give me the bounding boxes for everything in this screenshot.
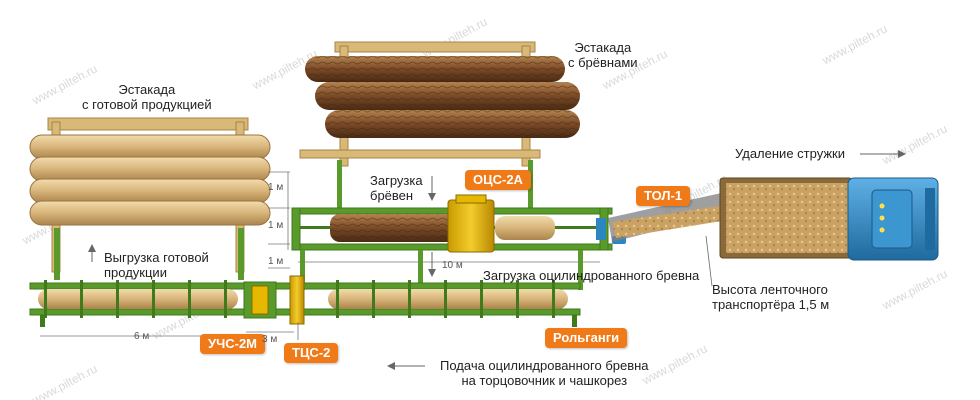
unloading-label: Выгрузка готовой продукции (104, 250, 209, 280)
rolgangi-tag: Рольганги (545, 328, 628, 348)
raw-logs-stack (305, 56, 580, 138)
chip-truck (719, 177, 939, 261)
finished-logs-stack (29, 134, 271, 226)
tol-tag: ТОЛ-1 (636, 186, 691, 206)
uchs-tag: УЧС-2М (200, 334, 265, 354)
loading-cylinder-label: Загрузка оцилиндрованного бревна (483, 268, 700, 283)
dimension-1m-mid: 1 м (268, 220, 284, 231)
rounding-machine-frame (291, 194, 626, 253)
dimension-10m: 10 м (442, 260, 463, 271)
logs-rack-label: Эстакада с брёвнами (568, 40, 638, 70)
finished-rack-label: Эстакада с готовой продукцией (82, 82, 212, 112)
dimension-6m: 6 м (134, 331, 150, 342)
raw-logs-rack (299, 41, 580, 167)
end-trimmer-machine (289, 275, 305, 325)
bowl-cutter-machine (243, 281, 277, 319)
conveyor-height-label: Высота ленточного транспортёра 1,5 м (712, 282, 830, 312)
dimension-1m-low: 1 м (268, 256, 284, 267)
feed-label: Подача оцилиндрованного бревна на торцов… (440, 358, 649, 388)
loading-logs-label: Загрузка брёвен (370, 173, 423, 203)
dimension-1m-top: 1 м (268, 182, 284, 193)
ocs-tag: ОЦС-2А (465, 170, 531, 190)
dimension-3m: 3 м (262, 334, 278, 345)
flow-arrows (88, 150, 906, 370)
roller-conveyor (29, 280, 581, 327)
chip-removal-label: Удаление стружки (735, 146, 845, 161)
tcs-tag: ТЦС-2 (284, 343, 339, 363)
finished-product-rack (29, 117, 271, 280)
